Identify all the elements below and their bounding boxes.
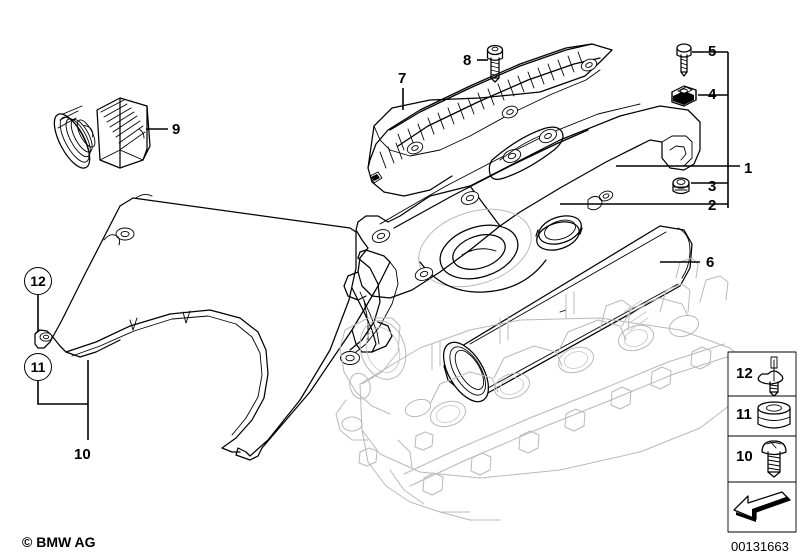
callout-label-7: 7 <box>398 70 407 87</box>
part-7-ribbed-cover-strip <box>367 43 613 197</box>
callout-label-11-circled: 11 <box>24 353 52 381</box>
callout-label-12-circled: 12 <box>24 267 52 295</box>
callout-label-4: 4 <box>708 86 717 103</box>
legend-icon-expanding-rivet <box>757 356 784 397</box>
copyright-notice: © BMW AG <box>22 534 96 550</box>
part-9-air-intake-duct <box>53 97 151 169</box>
callout-label-6: 6 <box>706 254 715 271</box>
callout-label-10: 10 <box>74 446 91 463</box>
callout-label-5: 5 <box>708 43 717 60</box>
callout-label-8: 8 <box>463 52 472 69</box>
legend-number-10: 10 <box>736 448 753 465</box>
engine-block-reference <box>335 257 747 521</box>
part-4-speed-nut-clip <box>671 85 697 107</box>
part-5-bolt <box>676 43 692 77</box>
callout-label-2: 2 <box>708 197 717 214</box>
legend-icon-rubber-grommet <box>757 401 791 429</box>
part-1-cylinder-head-cover <box>343 103 701 353</box>
legend-icon-direction-arrow <box>733 491 791 522</box>
part-3-grommet <box>672 177 690 195</box>
part-8-socket-head-bolt <box>486 44 504 83</box>
callout-label-1: 1 <box>744 160 753 177</box>
callout-label-3: 3 <box>708 178 717 195</box>
legend-box <box>727 351 797 533</box>
legend-number-11: 11 <box>736 406 752 423</box>
callout-label-9: 9 <box>172 121 181 138</box>
diagram-id: 00131663 <box>731 539 789 554</box>
leader-lines <box>37 51 740 440</box>
legend-icon-pan-head-screw <box>761 440 787 478</box>
legend-number-12: 12 <box>736 365 753 382</box>
part-6-intake-tube <box>442 225 693 403</box>
